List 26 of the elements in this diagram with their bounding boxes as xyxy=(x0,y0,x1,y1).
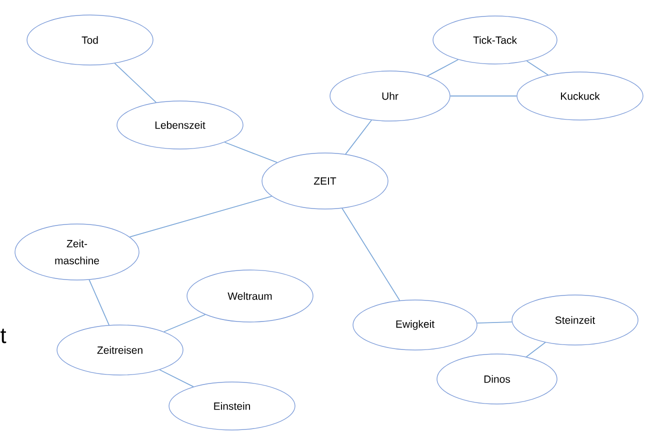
cut-off-letter: t xyxy=(0,328,6,344)
ellipse-node: Einstein xyxy=(168,382,296,430)
ellipse-node: Kuckuck xyxy=(516,72,644,120)
ellipse-node: Steinzeit xyxy=(512,294,638,346)
ellipse-node: Dinos xyxy=(436,354,558,404)
ellipse-node: Ewigkeit xyxy=(352,300,478,350)
connector-line xyxy=(526,60,549,76)
ellipse-node: Tick-Tack xyxy=(432,16,558,64)
ellipse-node: Lebenszeit xyxy=(116,100,244,150)
connector-line xyxy=(526,342,546,358)
connector-line xyxy=(114,62,157,103)
connector-line xyxy=(342,208,400,301)
ellipse-node: Zeit- maschine xyxy=(14,224,140,280)
ellipse-node: Tod xyxy=(26,14,154,66)
ellipse-node: Uhr xyxy=(330,70,450,122)
connector-line xyxy=(224,142,278,163)
connector-line xyxy=(476,322,512,324)
connector-line xyxy=(159,369,194,388)
connector-line xyxy=(426,59,459,77)
connector-line xyxy=(88,279,110,326)
ellipse-node: ZEIT xyxy=(262,152,388,210)
connector-line xyxy=(345,120,372,155)
ellipse-node: Zeitreisen xyxy=(56,324,184,376)
ellipse-node: Weltraum xyxy=(186,270,314,322)
connector-line xyxy=(164,314,206,332)
connector-line xyxy=(129,196,272,238)
